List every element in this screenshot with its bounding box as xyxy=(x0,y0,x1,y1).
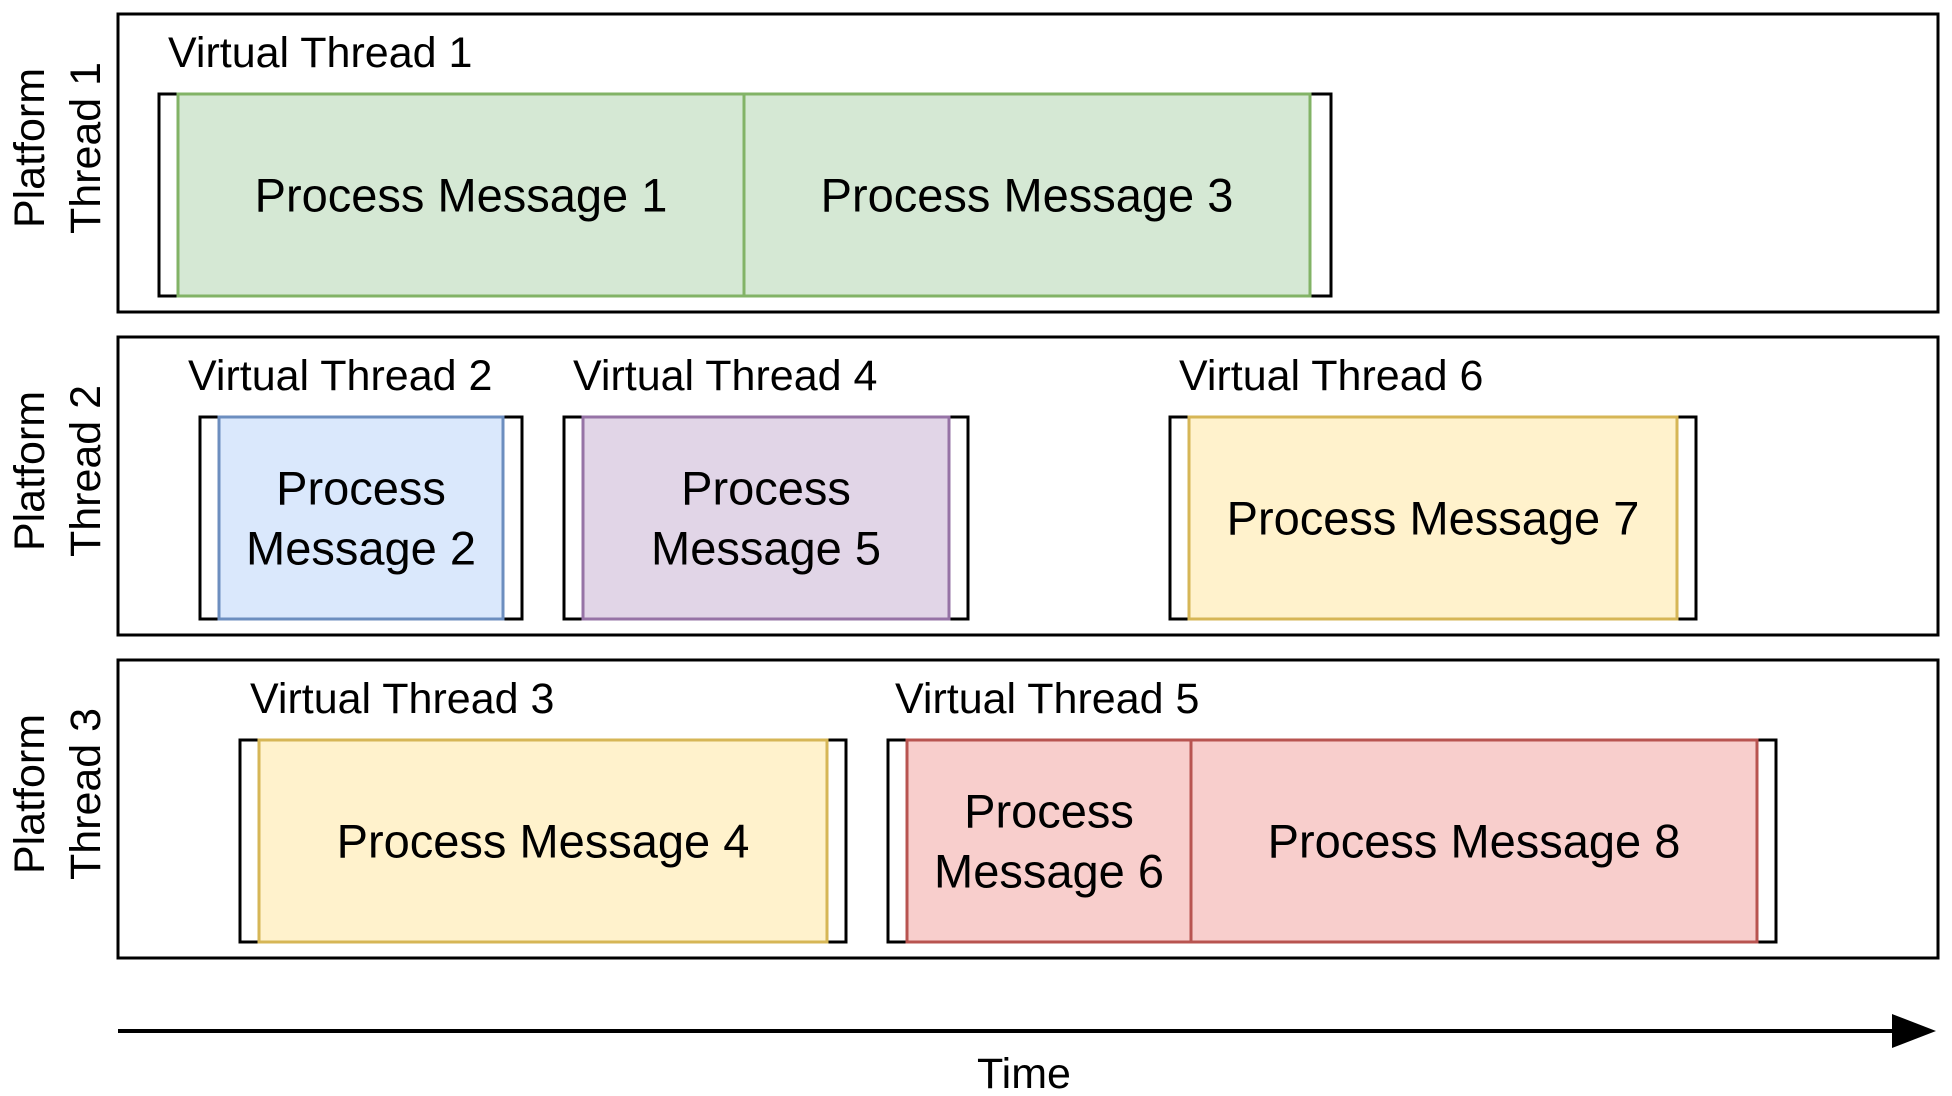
virtual-thread-label: Virtual Thread 1 xyxy=(168,29,472,77)
process-message-box xyxy=(905,738,1193,944)
platform-thread-label-line: Platform xyxy=(6,68,54,228)
process-message-box xyxy=(257,738,829,944)
platform-thread-label-line: Thread 3 xyxy=(62,708,110,880)
process-message-box xyxy=(742,92,1312,298)
virtual-thread-label: Virtual Thread 4 xyxy=(573,352,877,400)
process-message-label: Process Message 3 xyxy=(821,169,1234,222)
process-message-block: Process Message 7 xyxy=(1187,415,1679,621)
process-message-label: Message 5 xyxy=(651,522,881,575)
virtual-thread-label: Virtual Thread 6 xyxy=(1179,352,1483,400)
platform-thread-label-line: Platform xyxy=(6,391,54,551)
platform-thread-label-line: Thread 1 xyxy=(62,62,110,234)
virtual-thread: Virtual Thread 3 Process Message 4 xyxy=(238,675,848,944)
time-axis-label: Time xyxy=(977,1050,1071,1096)
process-message-label: Process xyxy=(964,785,1134,838)
virtual-thread: Virtual Thread 1 Process Message 1 Process… xyxy=(157,29,1333,298)
time-axis-arrowhead-icon xyxy=(1892,1014,1936,1048)
process-message-box xyxy=(217,415,505,621)
process-message-block: Process Message 4 xyxy=(257,738,829,944)
process-message-label: Process Message 8 xyxy=(1268,815,1681,868)
process-message-label: Message 6 xyxy=(934,845,1164,898)
process-message-block: Process Message 1 xyxy=(176,92,746,298)
platform-thread-label-line: Platform xyxy=(6,714,54,874)
virtual-thread-label: Virtual Thread 5 xyxy=(895,675,1199,723)
virtual-thread-label: Virtual Thread 3 xyxy=(250,675,554,723)
process-message-label: Process xyxy=(276,462,446,515)
process-message-label: Process Message 1 xyxy=(255,169,668,222)
virtual-thread-label: Virtual Thread 2 xyxy=(188,352,492,400)
process-message-label: Process Message 7 xyxy=(1227,492,1640,545)
process-message-label: Message 2 xyxy=(246,522,476,575)
process-message-block: Process Message 8 xyxy=(1189,738,1759,944)
process-message-box xyxy=(176,92,746,298)
process-message-box xyxy=(1187,415,1679,621)
platform-thread-label-line: Thread 2 xyxy=(62,385,110,557)
time-axis: Time xyxy=(118,1014,1936,1096)
virtual-thread: Virtual Thread 6 Process Message 7 xyxy=(1168,352,1698,621)
process-message-label: Process xyxy=(681,462,851,515)
process-message-block: Process Message 3 xyxy=(742,92,1312,298)
process-message-box xyxy=(581,415,951,621)
process-message-label: Process Message 4 xyxy=(337,815,750,868)
process-message-box xyxy=(1189,738,1759,944)
